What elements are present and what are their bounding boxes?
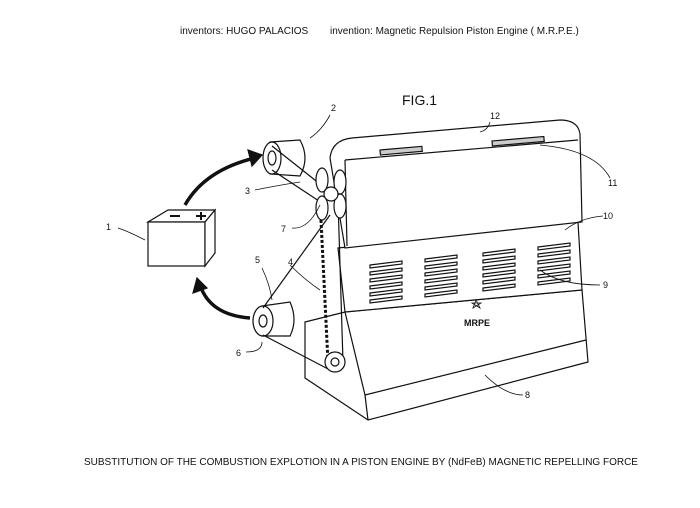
arrow-to-top-pulley: [183, 156, 256, 206]
label-7: 7: [281, 224, 286, 234]
vent-panel: [337, 221, 583, 313]
leader-lines: [117, 114, 611, 396]
vent-louvre: [369, 274, 403, 283]
vent-louvre: [482, 248, 516, 257]
label-8: 8: [525, 390, 530, 400]
vent-louvre: [424, 289, 458, 298]
vent-louvre: [482, 283, 516, 292]
bottom-belt: [262, 214, 331, 371]
timing-chain: [318, 199, 346, 373]
vent-louvre: [537, 242, 571, 251]
invention-title: invention: Magnetic Repulsion Piston Eng…: [330, 26, 579, 37]
label-10: 10: [603, 211, 613, 221]
label-2: 2: [331, 103, 336, 113]
label-3: 3: [245, 186, 250, 196]
vent-louvre: [482, 262, 516, 271]
arrow-from-bottom-pulley: [198, 284, 251, 320]
vent-louvre: [482, 269, 516, 278]
label-12: 12: [490, 111, 500, 121]
label-1: 1: [106, 222, 111, 232]
label-5: 5: [255, 255, 260, 265]
vent-louvre: [424, 275, 458, 284]
vent-louvre: [369, 288, 403, 297]
vent-louvre: [369, 260, 403, 269]
vent-louvre: [537, 270, 571, 279]
vent-louvre: [424, 268, 458, 277]
vent-louvre: [369, 267, 403, 276]
vent-louvre: [537, 263, 571, 272]
label-9: 9: [603, 280, 608, 290]
bottom-pulley: [252, 301, 295, 337]
top-pulley: [262, 139, 306, 177]
vent-louvre: [424, 261, 458, 270]
inventors-text: inventors: HUGO PALACIOS: [180, 26, 309, 37]
vent-louvre: [369, 295, 403, 304]
vent-louvre: [537, 249, 571, 258]
vent-louvre: [482, 255, 516, 264]
figure-caption: SUBSTITUTION OF THE COMBUSTION EXPLOTION…: [84, 457, 638, 468]
svg-text:MRPE: MRPE: [464, 318, 490, 328]
vent-louvre: [482, 276, 516, 285]
label-4: 4: [288, 257, 293, 267]
label-6: 6: [236, 348, 241, 358]
label-11: 11: [608, 178, 617, 188]
mrpe-logo: MRPE: [464, 299, 490, 328]
upper-housing: [329, 119, 583, 249]
vent-louvre: [537, 256, 571, 265]
vent-louvre: [424, 282, 458, 291]
part-numbers: 1 2 3 4 5 6 7 8 9 10 11 12: [106, 103, 617, 400]
vent-louvre: [424, 254, 458, 263]
fan: [315, 167, 347, 221]
vent-louvre: [369, 281, 403, 290]
battery: [145, 208, 217, 268]
figure-label: FIG.1: [402, 92, 438, 108]
